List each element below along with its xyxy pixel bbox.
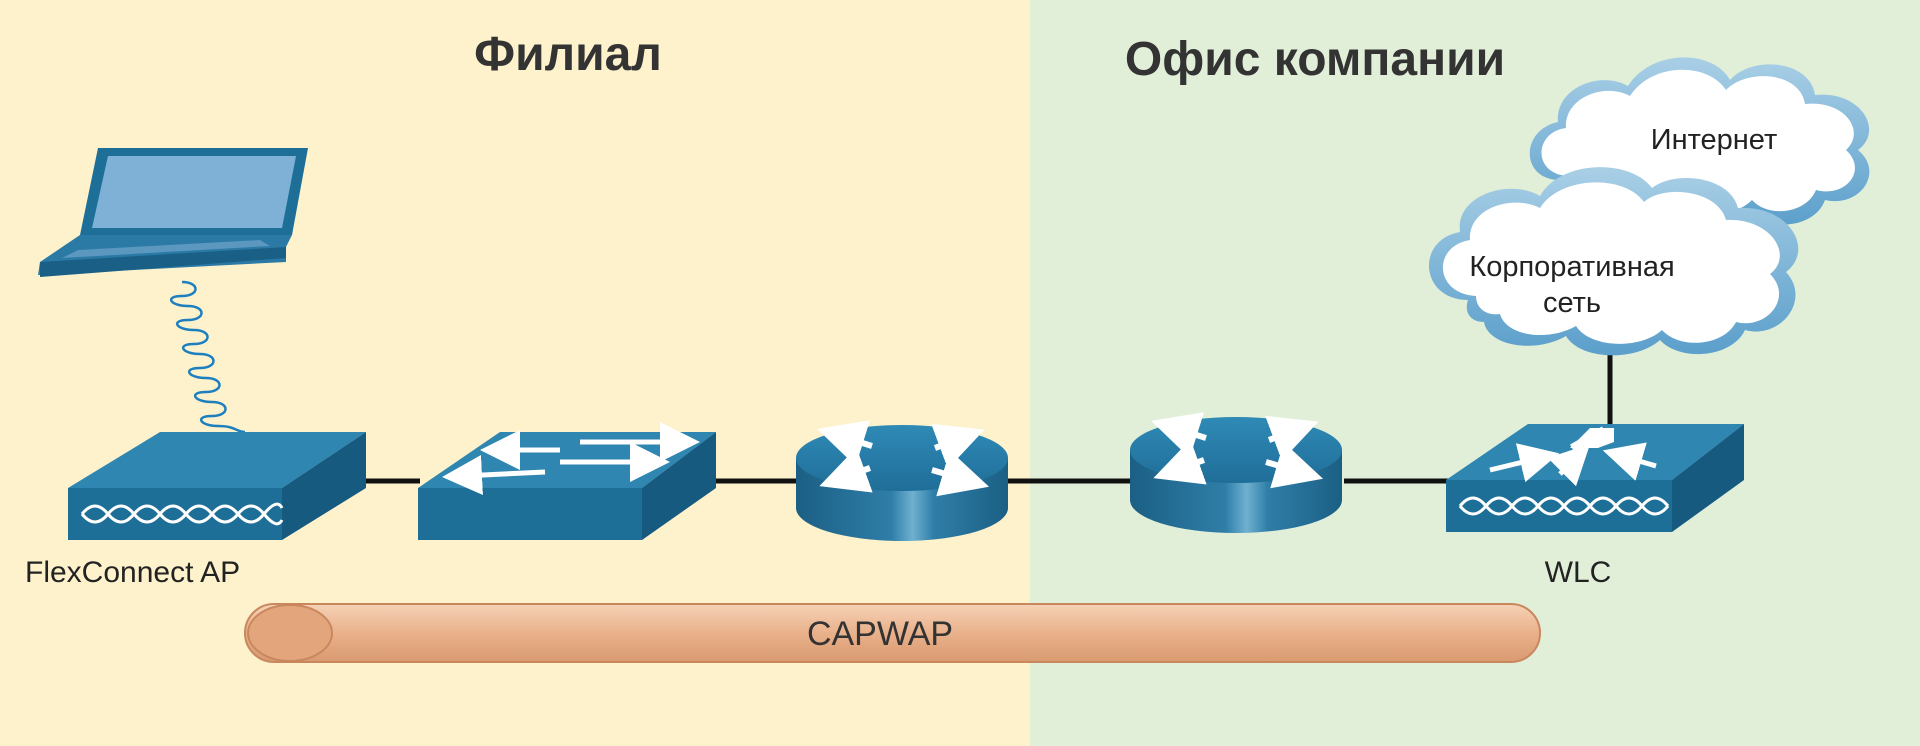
wlc-label: WLC: [1545, 556, 1612, 589]
capwap-tunnel: CAPWAP: [244, 603, 1541, 663]
wlc-icon: [1446, 424, 1744, 532]
capwap-label: CAPWAP: [807, 615, 953, 653]
links: [365, 350, 1613, 484]
corporate-label-line1: Корпоративная: [1469, 251, 1674, 283]
wireless-link: [169, 280, 246, 434]
branch-router-icon: [796, 420, 1008, 541]
flexconnect-ap-label: FlexConnect AP: [25, 556, 240, 589]
office-zone-title: Офис компании: [1125, 33, 1505, 86]
corporate-label-line2: сеть: [1543, 287, 1601, 319]
branch-zone-title: Филиал: [474, 28, 662, 81]
flexconnect-ap-icon: [68, 432, 366, 540]
laptop-icon: [38, 148, 308, 277]
internet-label: Интернет: [1651, 124, 1778, 156]
corporate-network-cloud: Корпоративная сеть: [1428, 167, 1799, 356]
office-router-icon: [1130, 412, 1342, 533]
branch-switch-icon: [418, 422, 716, 540]
